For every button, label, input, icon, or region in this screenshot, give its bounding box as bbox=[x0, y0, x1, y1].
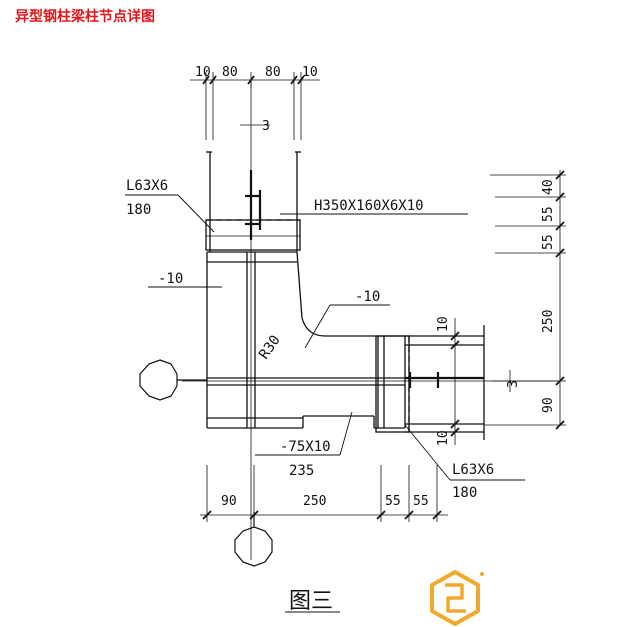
bottom-dimensions: 90 250 55 55 bbox=[221, 494, 429, 509]
section-label: H350X160X6X10 bbox=[314, 198, 424, 214]
angle-top-length: 180 bbox=[126, 202, 151, 218]
top-dim-1: 10 bbox=[195, 65, 211, 80]
bottom-dim-3: 55 bbox=[385, 494, 401, 509]
top-dim-3: 80 bbox=[265, 65, 281, 80]
part-labels: L63X6 180 H350X160X6X10 -10 -10 R30 -75X… bbox=[126, 178, 494, 501]
bottom-dim-2: 250 bbox=[303, 494, 326, 509]
flange-dim-bottom: 10 bbox=[436, 430, 451, 446]
bolt-gap-label: 3 bbox=[506, 380, 521, 388]
stiffener-size: -75X10 bbox=[280, 439, 331, 455]
page-title: 异型钢柱梁柱节点详图 bbox=[15, 9, 155, 25]
bottom-dim-1: 90 bbox=[221, 494, 237, 509]
angle-top-size: L63X6 bbox=[126, 178, 168, 194]
leader-lines bbox=[125, 194, 525, 481]
logo-icon bbox=[430, 570, 484, 626]
axis-bubble-left bbox=[139, 359, 207, 401]
center-lines bbox=[182, 80, 560, 560]
top-dimensions: 10 80 80 10 3 bbox=[195, 65, 318, 134]
dimension-ticks bbox=[202, 75, 565, 520]
bottom-dim-4: 55 bbox=[413, 494, 429, 509]
right-dim-4: 250 bbox=[541, 310, 556, 333]
weld-gap-label: 3 bbox=[262, 119, 270, 134]
right-dim-3: 55 bbox=[541, 234, 556, 250]
axis-bubble-bottom bbox=[234, 512, 273, 567]
flange-dim-top: 10 bbox=[436, 316, 451, 332]
right-dimensions: 40 55 55 250 90 10 10 3 bbox=[436, 179, 556, 446]
top-dim-4: 10 bbox=[302, 65, 318, 80]
angle-bottom-size: L63X6 bbox=[452, 462, 494, 478]
plate-left-label: -10 bbox=[158, 271, 183, 287]
stiffener-length: 235 bbox=[289, 463, 314, 479]
right-dim-2: 55 bbox=[541, 206, 556, 222]
radius-label: R30 bbox=[256, 332, 284, 362]
right-dim-1: 40 bbox=[541, 179, 556, 195]
figure-caption: 图三 bbox=[289, 589, 333, 614]
plate-curved-label: -10 bbox=[355, 289, 380, 305]
right-dim-5: 90 bbox=[541, 397, 556, 413]
top-dim-2: 80 bbox=[222, 65, 238, 80]
angle-bottom-length: 180 bbox=[452, 485, 477, 501]
bolt-group bbox=[245, 170, 484, 388]
